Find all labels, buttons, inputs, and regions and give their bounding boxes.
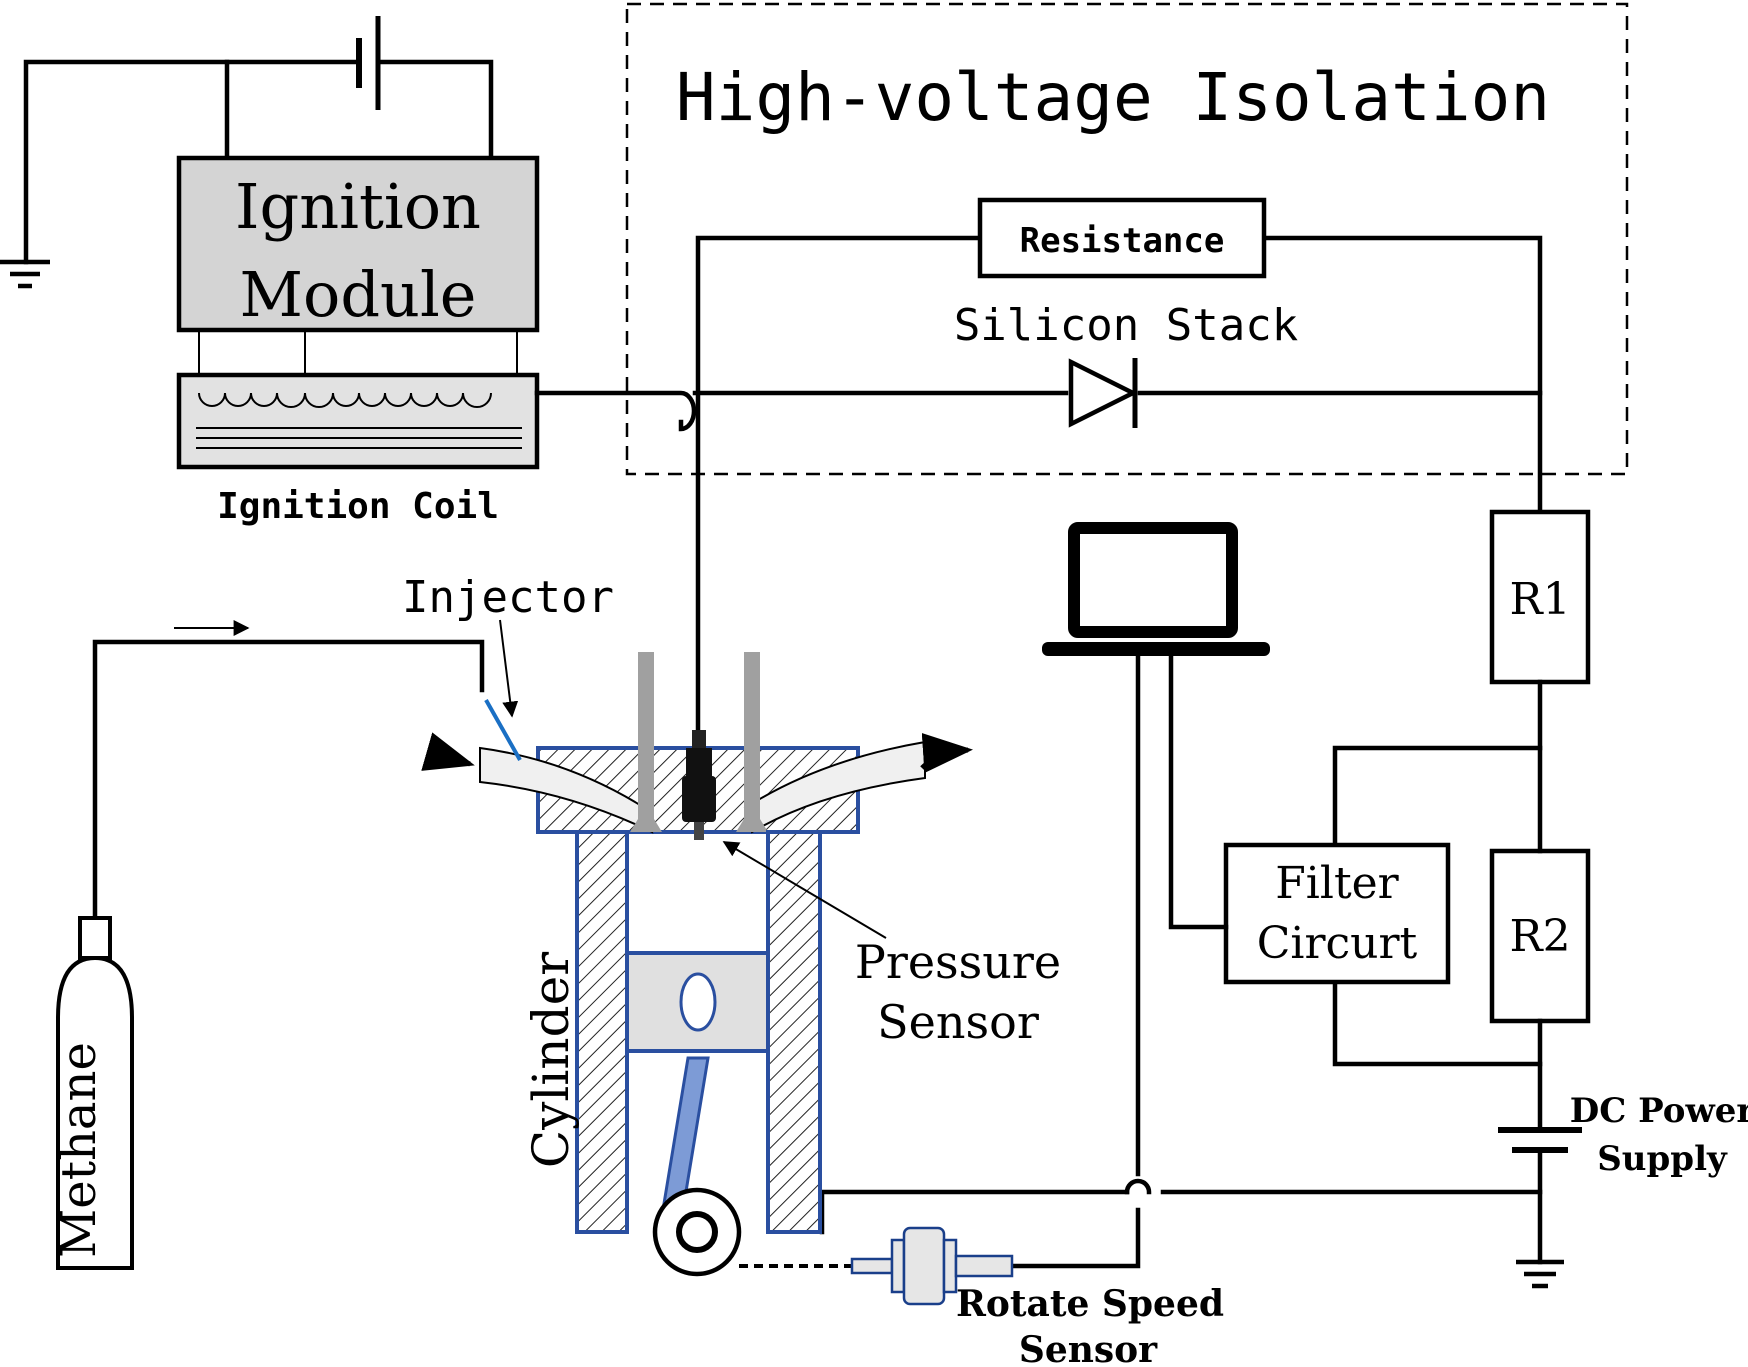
resistance-label: Resistance [1020,221,1225,261]
r2-label: R2 [1509,911,1570,962]
injector-label: Injector [402,572,614,623]
filter-label-1: Filter [1275,858,1399,909]
rotate-speed-sensor [850,1226,1014,1306]
ignition-module-label-1: Ignition [235,170,481,243]
ignition-battery-circuit [23,16,494,265]
exhaust-flow-arrow [920,733,973,773]
resistor-r1 [1489,509,1591,685]
isolation-boundary [625,2,1629,476]
injector-pointer [499,619,519,718]
resistance-box [977,197,1267,279]
laptop-wires [1007,653,1229,1269]
silicon-stack-label: Silicon Stack [954,300,1298,351]
intake-valve [630,652,662,832]
resistor-r2 [1489,848,1591,1024]
methane-fuel-line [92,639,485,921]
dc-power-label-1: DC Power [1570,1091,1748,1131]
filter-circuit [1223,842,1451,985]
dc-power-label-2: Supply [1597,1139,1728,1179]
ignition-coil [176,330,540,470]
ground-symbol-bottom [1516,1259,1564,1289]
pressure-label-1: Pressure [855,935,1061,989]
cylinder-walls [575,830,822,1234]
high-voltage-wires [534,235,1543,733]
dc-power-supply-symbol [1498,1127,1582,1153]
laptop-icon [1042,522,1270,656]
filter-label-2: Circurt [1257,918,1418,969]
rotate-speed-label-1: Rotate Speed [956,1283,1224,1325]
ignition-module-label-2: Module [240,258,477,331]
pressure-sensor-pointer [722,841,887,939]
piston [625,951,770,1242]
crankshaft [652,1187,742,1277]
isolation-label: High-voltage Isolation [676,59,1550,136]
rotate-speed-label-2: Sensor [1019,1329,1158,1367]
methane-label: Methane [51,1042,107,1258]
exhaust-valve [736,652,768,832]
spark-plug [682,730,716,840]
silicon-stack-diode [1068,358,1139,428]
cylinder-label: Cylinder [522,952,580,1168]
pressure-label-2: Sensor [877,995,1039,1049]
methane-cylinder [56,916,134,1270]
ignition-coil-label: Ignition Coil [217,486,499,527]
ignition-module [176,155,540,333]
ground-symbol-top [0,259,50,289]
r1-label: R1 [1509,574,1570,625]
intake-flow-arrow [421,732,475,771]
